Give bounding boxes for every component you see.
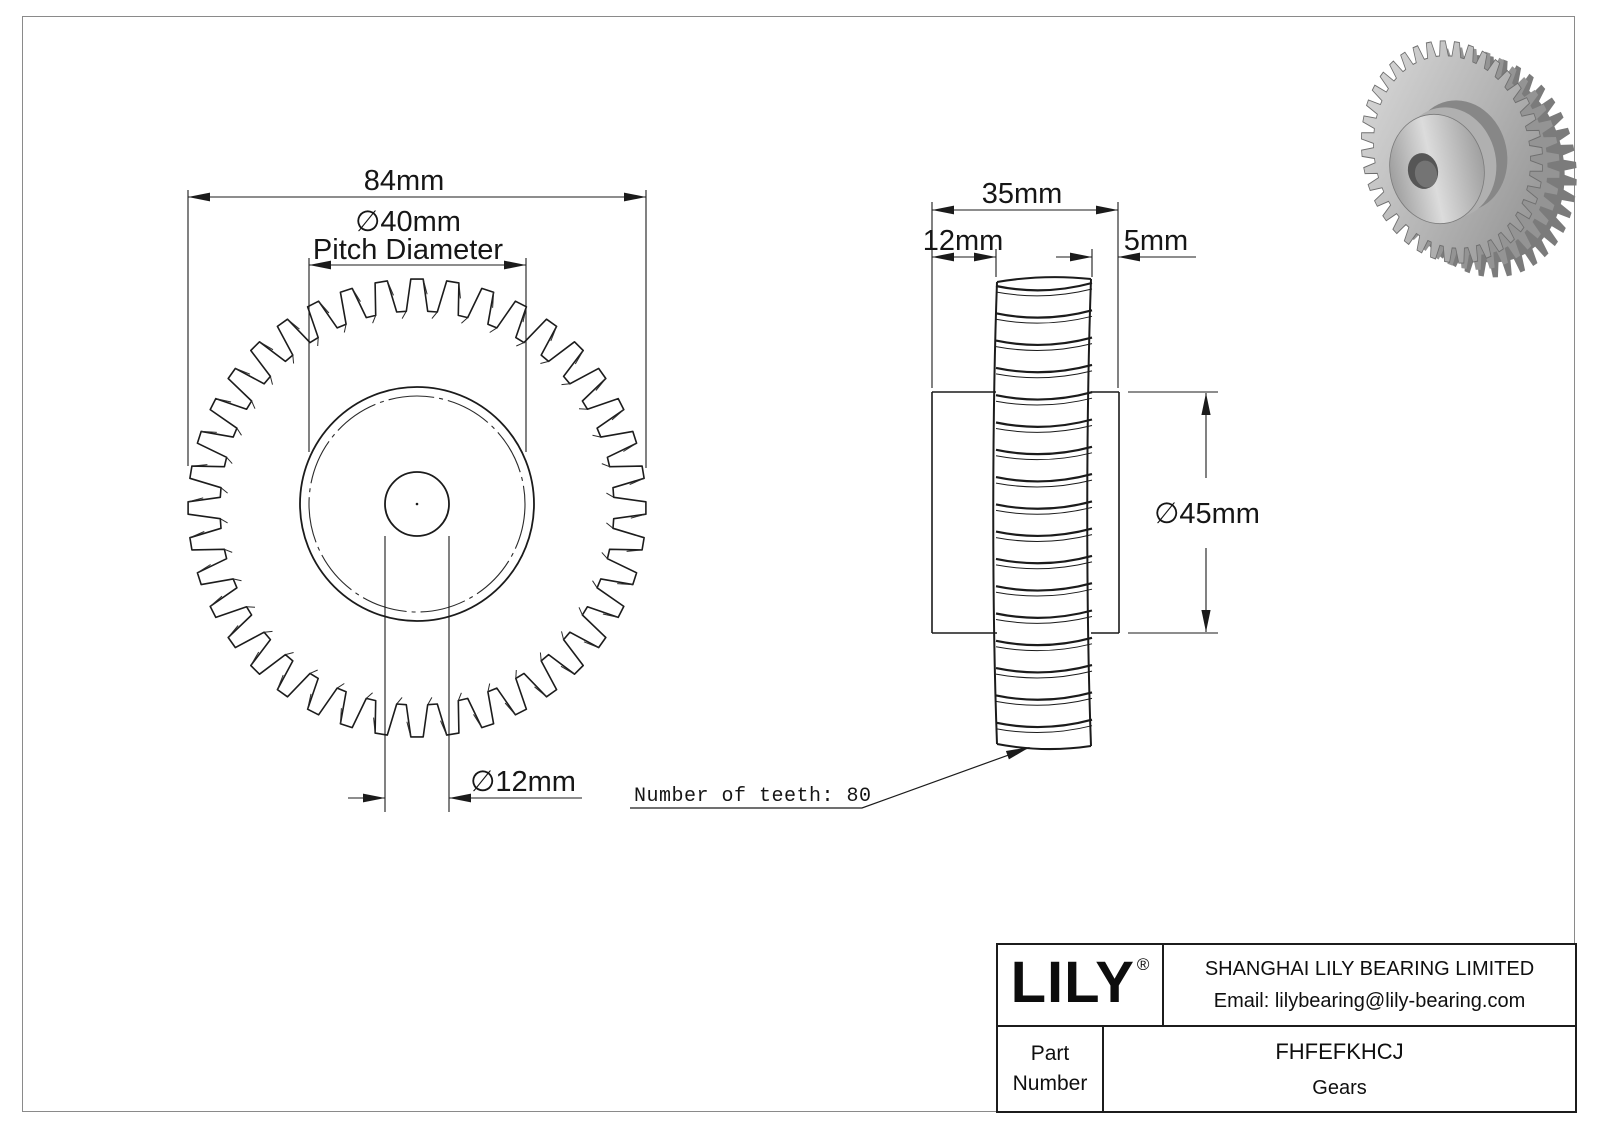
arrowhead-right	[1118, 252, 1140, 262]
dim-hub-dia-label: ∅45mm	[1154, 498, 1260, 530]
arrowhead-left	[363, 793, 385, 803]
tooth-row-line-thin	[995, 643, 1093, 652]
gear-3d-render	[1360, 40, 1577, 278]
tooth-row-line-thin	[995, 397, 1093, 406]
tooth-row-line	[995, 554, 1093, 565]
tooth-row-line-thin	[995, 534, 1093, 542]
tooth-row-line-thin	[995, 479, 1093, 488]
tooth-row-line-thin	[995, 506, 1093, 515]
tooth-row-line	[995, 473, 1093, 483]
tooth-row-line	[995, 363, 1093, 374]
arrowhead-left	[932, 205, 954, 215]
dim-pitch-text-label: Pitch Diameter	[313, 234, 504, 266]
arrowhead-left	[1070, 252, 1092, 262]
dim-pitch-diameter	[308, 258, 527, 452]
dim-pitch-dia-label: ∅40mm	[355, 206, 461, 238]
gear-band-teeth	[995, 281, 1093, 734]
dim-right-hub	[1056, 249, 1196, 277]
tooth-row-line-thin	[995, 697, 1093, 706]
tooth-row-line-thin	[995, 616, 1093, 624]
front-view: 84mm ∅40mm Pitch Diameter ∅12mm	[187, 165, 647, 812]
tooth-row-line	[995, 691, 1093, 701]
company-email: Email: lilybearing@lily-bearing.com	[1213, 990, 1526, 1012]
dim-bore	[348, 536, 582, 812]
tooth-row-line	[995, 609, 1093, 619]
tooth-row-line	[995, 582, 1093, 592]
dim-right-hub-label: 5mm	[1124, 225, 1188, 257]
registered-mark-icon: ®	[1136, 955, 1150, 974]
tooth-row-line	[995, 500, 1093, 510]
tooth-row-line-thin	[995, 670, 1093, 679]
dim-overall-width	[187, 190, 647, 468]
tooth-row-line	[995, 418, 1093, 428]
part-number-cell: FHFEFKHCJ Gears	[1104, 1027, 1575, 1111]
tooth-row-line	[995, 281, 1093, 292]
hub-outline	[931, 391, 1120, 634]
dim-total-width-label: 35mm	[982, 178, 1063, 210]
tooth-row-line	[995, 718, 1093, 729]
arrowhead-leader	[1005, 747, 1030, 760]
tooth-row-line-thin	[995, 725, 1093, 734]
tooth-row-line	[995, 336, 1093, 347]
teeth-count-leader	[630, 747, 1030, 809]
arrowhead-up	[1201, 393, 1211, 415]
tooth-row-line	[995, 664, 1093, 674]
lily-logo: LILY	[1010, 950, 1135, 1015]
dim-overall-width-label: 84mm	[364, 165, 445, 197]
tooth-row-line-thin	[995, 452, 1093, 461]
arrowhead-right	[624, 192, 646, 202]
title-block: LILY ® SHANGHAI LILY BEARING LIMITED Ema…	[996, 943, 1577, 1113]
center-mark	[415, 502, 419, 506]
gear-teeth-facets	[187, 278, 647, 738]
company-cell: SHANGHAI LILY BEARING LIMITED Email: lil…	[1164, 945, 1575, 1025]
tooth-row-line-thin	[995, 343, 1093, 351]
arrowhead-down	[1201, 610, 1211, 632]
tooth-row-line-thin	[995, 315, 1093, 324]
arrowhead-left	[188, 192, 210, 202]
tooth-row-line	[995, 309, 1093, 319]
part-number-label: Part Number	[998, 1027, 1104, 1111]
dim-left-hub	[932, 249, 997, 277]
dim-left-hub-label: 12mm	[923, 225, 1004, 257]
hub-boss-circle	[299, 386, 535, 622]
bore-3d-inner-wall	[1414, 160, 1438, 188]
tooth-row-line	[995, 527, 1093, 538]
tooth-row-line-thin	[995, 588, 1093, 597]
sheet-border	[22, 16, 1575, 1112]
company-name: SHANGHAI LILY BEARING LIMITED	[1204, 958, 1535, 980]
pitch-circle	[308, 395, 526, 613]
arrowhead-right	[1096, 205, 1118, 215]
arrowhead-right	[504, 260, 526, 270]
arrowhead-right	[449, 793, 471, 803]
side-view: 35mm 12mm 5mm ∅45mm	[630, 178, 1260, 809]
tooth-row-line-thin	[995, 425, 1093, 433]
tooth-row-line-thin	[995, 370, 1093, 379]
dim-total-width	[931, 202, 1119, 388]
tooth-row-line	[995, 445, 1093, 456]
teeth-count-note: Number of teeth: 80	[634, 785, 872, 808]
dim-bore-label: ∅12mm	[470, 766, 576, 798]
part-number-value: FHFEFKHCJ	[1275, 1038, 1404, 1064]
gear-band-outline	[992, 276, 1092, 751]
logo-cell: LILY ®	[998, 945, 1164, 1025]
tooth-row-line-thin	[995, 561, 1093, 570]
tooth-row-line	[995, 636, 1093, 647]
arrowhead-left	[309, 260, 331, 270]
arrowhead-left	[932, 252, 954, 262]
part-category: Gears	[1312, 1076, 1367, 1099]
dim-hub-diameter	[1128, 391, 1218, 634]
tooth-row-line	[995, 391, 1093, 401]
arrowhead-right	[974, 252, 996, 262]
tooth-row-line-thin	[995, 288, 1093, 297]
